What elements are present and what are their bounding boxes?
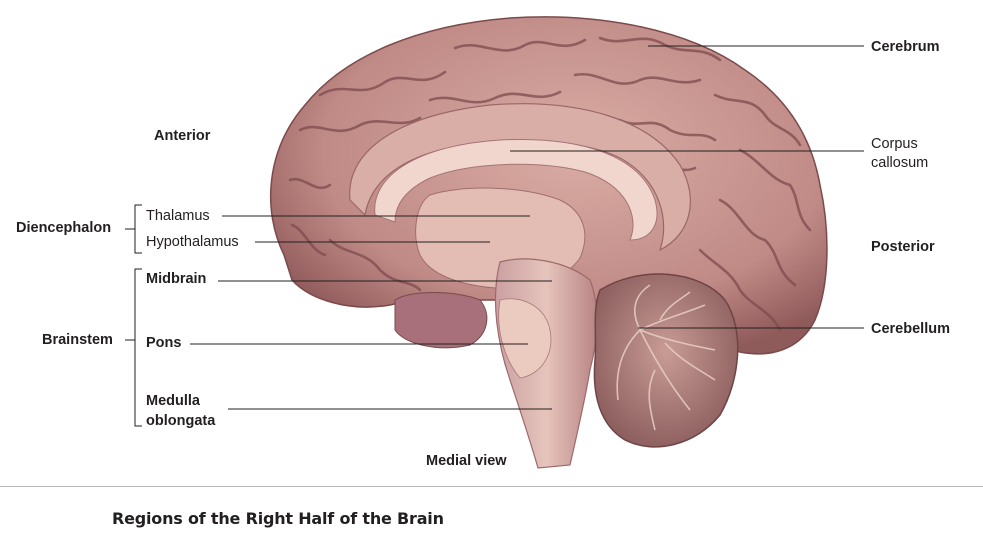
- label-brainstem: Brainstem: [42, 332, 113, 348]
- label-thalamus: Thalamus: [146, 208, 210, 224]
- label-posterior: Posterior: [871, 239, 935, 255]
- label-medulla-line2: oblongata: [146, 413, 216, 429]
- arbor-vitae: [616, 284, 716, 431]
- cerebellum-shape: [593, 273, 739, 448]
- label-midbrain: Midbrain: [146, 271, 207, 287]
- label-medulla-line1: Medulla: [146, 393, 200, 409]
- caption-divider: [0, 486, 983, 487]
- label-pons: Pons: [146, 335, 182, 351]
- label-corpus-callosum-line2: callosum: [871, 155, 929, 171]
- temporal-lobe-shape: [394, 292, 488, 349]
- pons-bulge: [498, 298, 552, 379]
- label-anterior: Anterior: [154, 128, 211, 144]
- cortex-sulci: [288, 36, 812, 332]
- label-cerebrum: Cerebrum: [871, 39, 940, 55]
- leader-lines: [125, 45, 864, 427]
- figure-caption: Regions of the Right Half of the Brain: [112, 509, 444, 528]
- diencephalon-bracket: [134, 204, 142, 254]
- label-medial-view: Medial view: [426, 453, 507, 469]
- label-cerebellum: Cerebellum: [871, 321, 950, 337]
- brainstem-bracket: [134, 268, 142, 427]
- label-hypothalamus: Hypothalamus: [146, 234, 239, 250]
- label-diencephalon: Diencephalon: [16, 220, 112, 236]
- corpus-callosum-shape: [374, 138, 658, 241]
- label-corpus-callosum-line1: Corpus: [871, 136, 918, 152]
